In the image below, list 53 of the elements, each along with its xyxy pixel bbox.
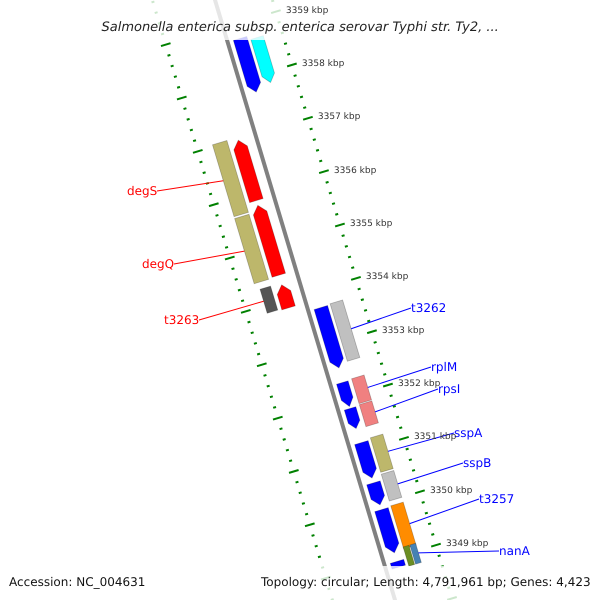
gene-feature (212, 140, 249, 218)
leader-line (174, 250, 245, 264)
gene-feature (358, 400, 379, 428)
gene-label: sspA (454, 426, 482, 440)
scale-label: 3358 kbp (302, 58, 344, 70)
gene-feature (330, 300, 360, 362)
scale-label: 3353 kbp (382, 326, 424, 337)
genome-summary: Topology: circular; Length: 4,791,961 bp; Genes: 4,423 (261, 575, 591, 589)
leader-line (367, 366, 432, 388)
gene-feature (366, 480, 385, 506)
leader-line (388, 432, 454, 452)
scale-label: 3359 kbp (286, 6, 328, 17)
leader-line (409, 498, 480, 524)
leader-line (397, 462, 464, 484)
gene-label: rplM (431, 360, 458, 374)
gene-feature (402, 544, 416, 567)
gene-feature (234, 214, 270, 284)
gene-feature (374, 507, 400, 554)
scale-label: 3357 kbp (318, 112, 360, 124)
scale-label: 3351 kbp (414, 432, 456, 444)
gene-feature (344, 406, 360, 430)
gene-feature (351, 374, 372, 404)
leader-line (418, 550, 500, 554)
gene-feature (314, 305, 344, 368)
gene-label: degQ (142, 257, 174, 271)
gene-label: t3262 (411, 301, 446, 315)
gene-label: sspB (463, 456, 492, 470)
gene-feature (233, 140, 264, 204)
gene-feature (276, 284, 296, 310)
scale-label: 3355 kbp (350, 218, 392, 230)
gene-feature (336, 380, 354, 408)
scale-label: 3356 kbp (334, 166, 376, 177)
gene-label: nanA (499, 544, 530, 558)
scale-label: 3354 kbp (366, 272, 408, 284)
gene-feature (260, 286, 278, 314)
leader-line (198, 300, 264, 320)
scale-label: 3352 kbp (398, 379, 440, 390)
leader-line (156, 180, 224, 192)
gene-feature (380, 470, 402, 502)
gene-label: degS (127, 184, 158, 198)
accession-text: Accession: NC_004631 (9, 575, 146, 589)
leader-line (350, 308, 412, 330)
gene-feature (354, 440, 377, 479)
gene-feature (390, 502, 417, 550)
gene-label: t3263 (164, 313, 200, 327)
scale-label: 3349 kbp (446, 539, 488, 550)
gene-feature (370, 434, 394, 473)
gene-feature (252, 204, 286, 278)
gene-label: t3257 (479, 492, 514, 506)
scale-label: 3350 kbp (430, 486, 472, 497)
leader-line (374, 388, 438, 412)
gene-feature (409, 542, 422, 565)
title: Salmonella enterica subsp. enterica serovar Typhi str. Ty2, ... (102, 20, 499, 36)
